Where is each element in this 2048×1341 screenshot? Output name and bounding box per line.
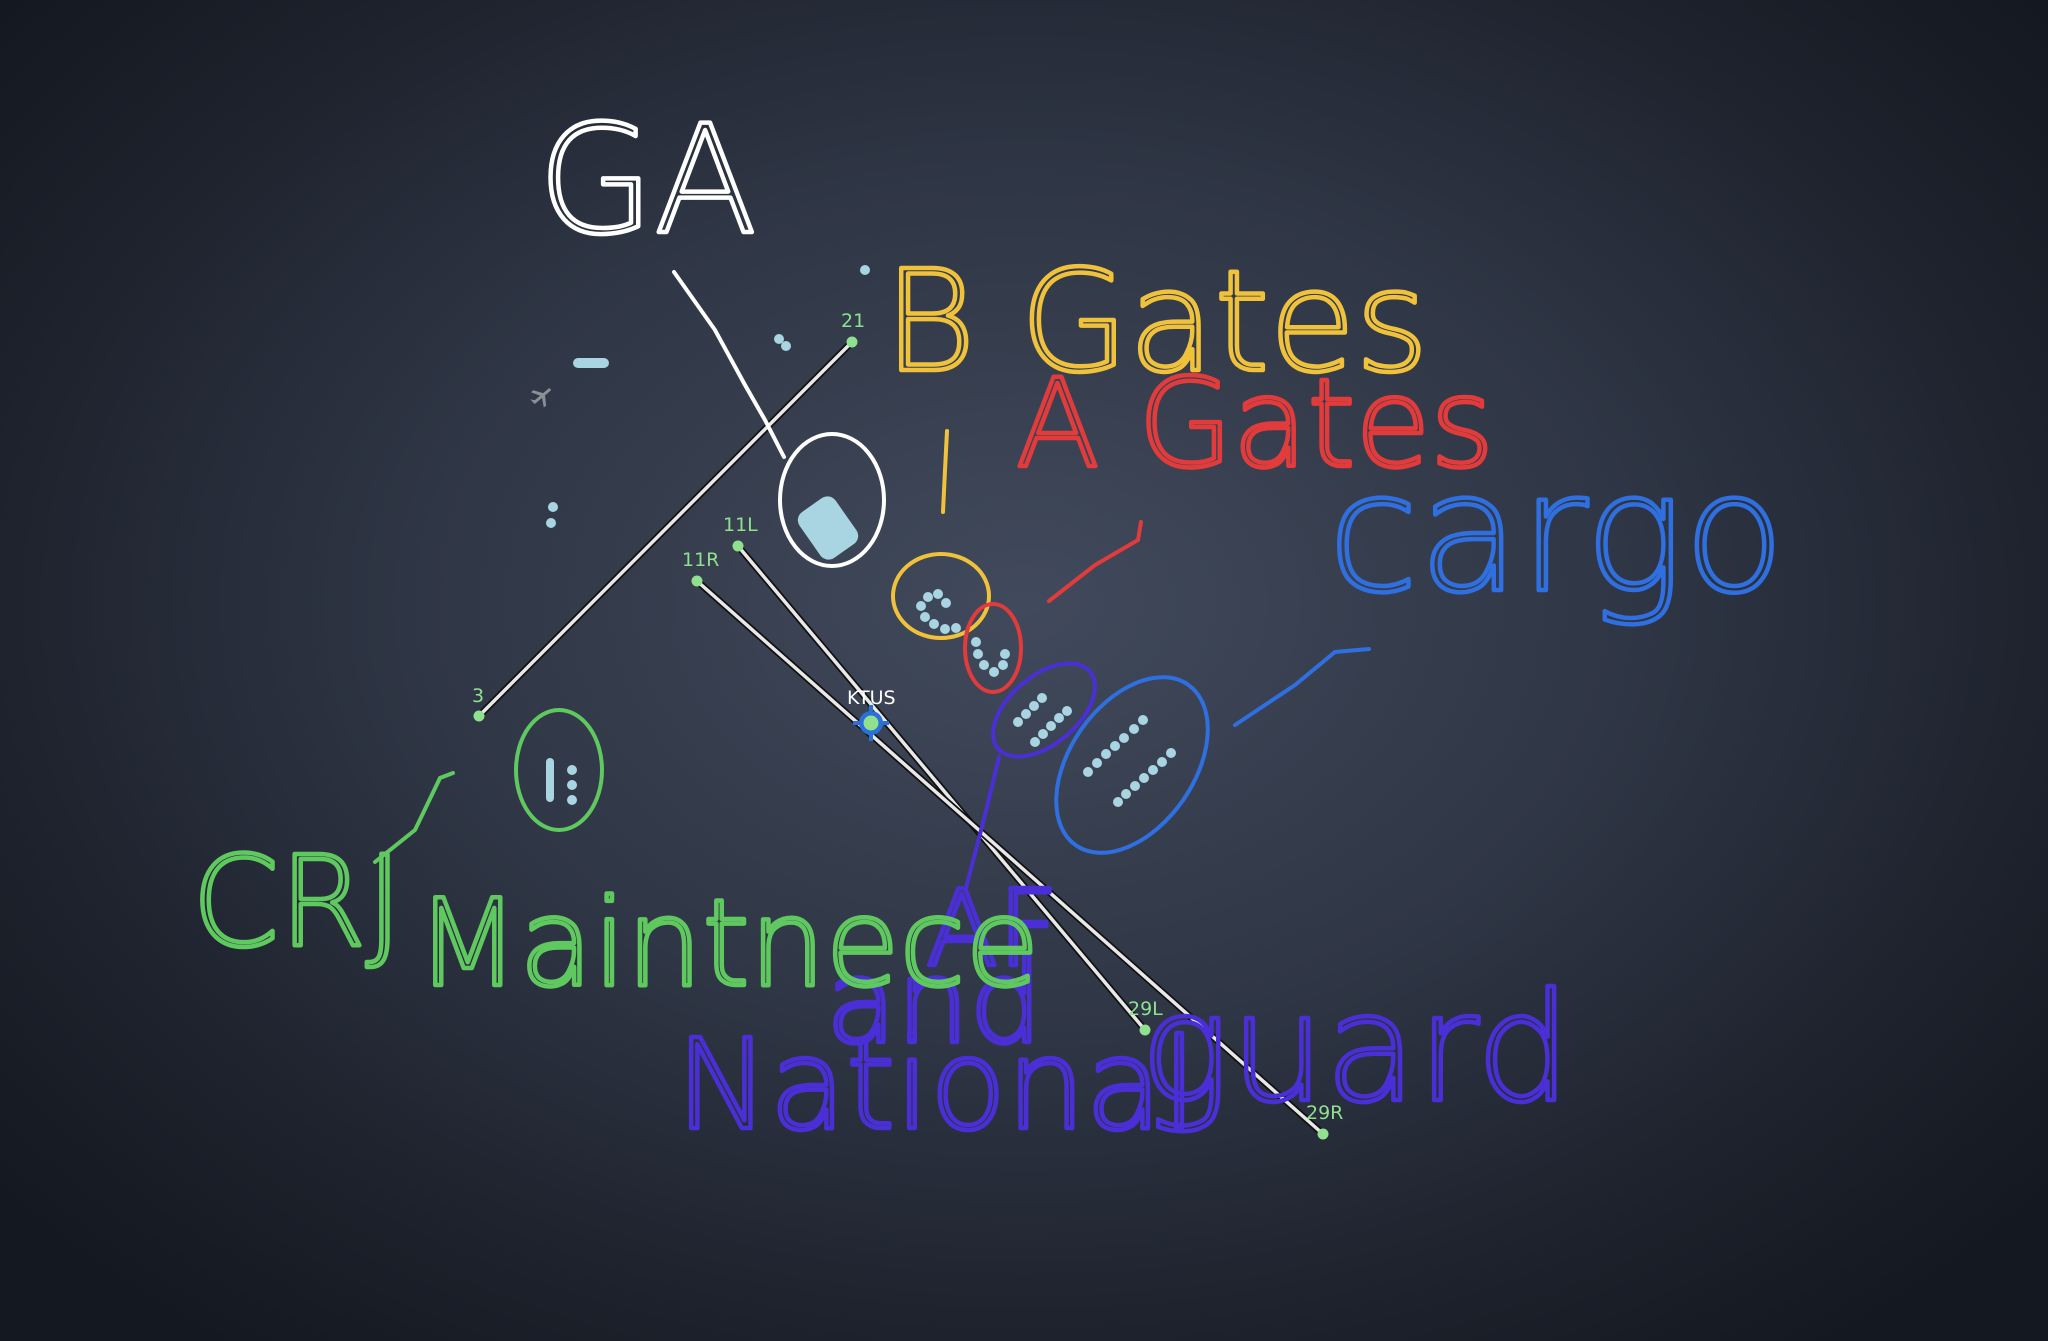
runway-label-3: 3 xyxy=(472,685,484,707)
runway-end-marker[interactable] xyxy=(473,710,485,722)
runway-label-29R: 29R xyxy=(1306,1102,1343,1124)
aircraft-marker[interactable] xyxy=(548,502,558,512)
crj-pointer-line xyxy=(373,771,455,864)
ga-label: GA xyxy=(538,94,757,268)
ga-annotation: GA xyxy=(536,92,886,568)
and-label: and xyxy=(826,936,1042,1070)
maintenance-label: Maintnece xyxy=(416,875,1039,1014)
b-gates-annotation: B Gates xyxy=(882,239,1431,640)
ga-circle xyxy=(778,432,886,568)
aircraft-markers xyxy=(546,265,1176,807)
airport-code-label: KTUS xyxy=(847,687,896,709)
cargo-annotation: cargo xyxy=(1054,435,1787,855)
airport-target-icon[interactable] xyxy=(853,705,889,741)
national-label: National xyxy=(676,1013,1197,1158)
runway-label-29L: 29L xyxy=(1128,998,1163,1020)
airport-marker[interactable]: KTUS xyxy=(847,687,896,741)
runway-3-21[interactable]: 3 21 xyxy=(472,310,865,722)
a-gates-pointer-line xyxy=(1047,520,1143,603)
aircraft-marker[interactable] xyxy=(774,334,784,344)
runway-end-marker[interactable] xyxy=(691,575,703,587)
af-pointer-line xyxy=(964,755,1001,890)
crj-label: CRJ xyxy=(192,830,403,975)
cargo-label: cargo xyxy=(1328,437,1785,629)
a-gates-circle xyxy=(963,602,1023,694)
ga-pointer-line xyxy=(672,270,786,459)
runway-end-marker[interactable] xyxy=(1139,1024,1151,1036)
runway-label-11R: 11R xyxy=(682,549,719,571)
runway-11L-29L[interactable]: 11L 29L xyxy=(723,514,1163,1036)
a-gates-annotation: A Gates xyxy=(963,351,1496,694)
b-gates-label: B Gates xyxy=(884,241,1428,404)
runway-11R-29R[interactable]: 11R 29R xyxy=(682,549,1343,1140)
a-gates-label: A Gates xyxy=(1016,353,1494,495)
af-national-guard-annotation: AF and National guard xyxy=(674,661,1574,1160)
runway-label-21: 21 xyxy=(841,310,865,332)
af-circle xyxy=(991,661,1097,759)
b-gates-pointer-line xyxy=(941,429,949,514)
aircraft-marker[interactable] xyxy=(573,358,609,368)
aircraft-marker[interactable] xyxy=(546,518,556,528)
crj-maintenance-annotation: CRJ Maintnece xyxy=(190,708,1041,1016)
runway-label-11L: 11L xyxy=(723,514,758,536)
cargo-pointer-line xyxy=(1233,647,1371,727)
guard-label: guard xyxy=(1140,962,1571,1136)
aircraft-marker[interactable] xyxy=(860,265,870,275)
runway-end-marker[interactable] xyxy=(732,540,744,552)
af-label: AF xyxy=(926,868,1058,990)
b-gates-circle xyxy=(891,552,991,640)
cargo-circle xyxy=(1054,675,1210,855)
runway-end-marker[interactable] xyxy=(1317,1128,1329,1140)
aircraft-marker[interactable] xyxy=(781,341,791,351)
airplane-icon[interactable] xyxy=(527,381,557,410)
crj-circle xyxy=(514,708,604,832)
aircraft-marker-cluster[interactable] xyxy=(794,492,862,563)
runway-end-marker[interactable] xyxy=(846,336,858,348)
